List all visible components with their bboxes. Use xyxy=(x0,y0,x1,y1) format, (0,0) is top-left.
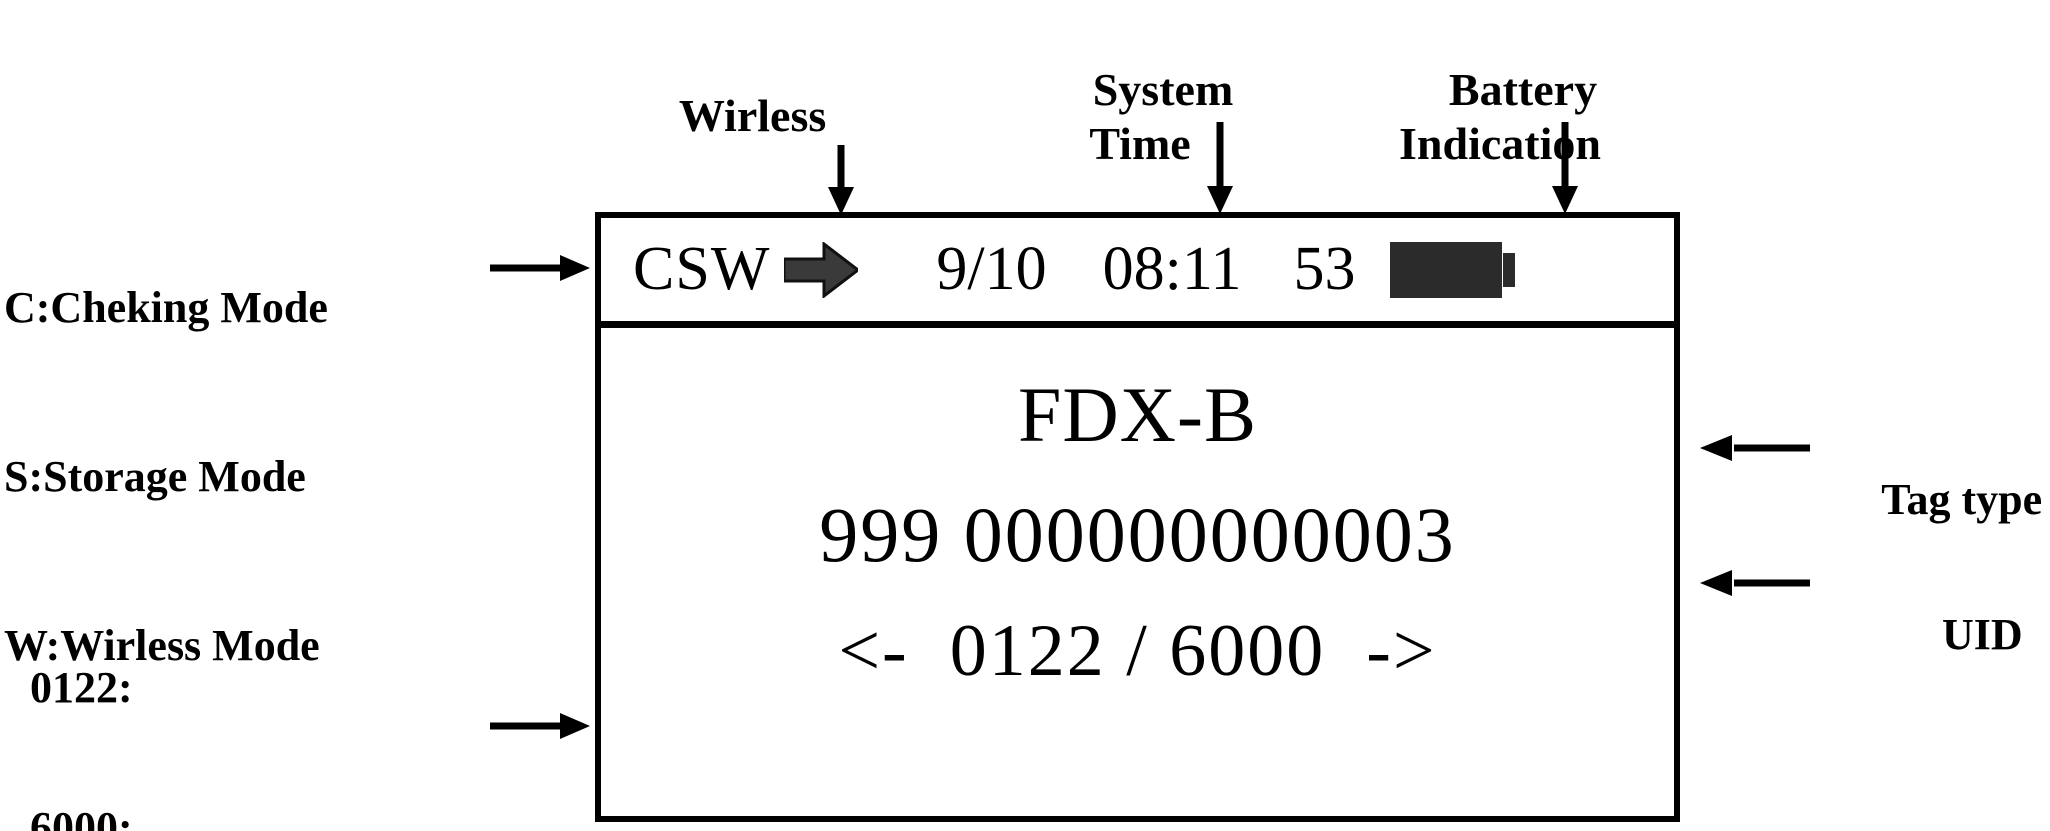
annotation-wireless-text: Wirless xyxy=(678,90,827,142)
annotation-uid: UID xyxy=(1898,558,2048,711)
annotation-battery: Battery Indication xyxy=(1340,10,1660,223)
pager-next-button[interactable]: -> xyxy=(1366,610,1437,692)
pointer-arrow-uid-icon xyxy=(1700,570,1810,596)
annotation-stored-messages: 0122: Stored Massages xyxy=(4,560,500,831)
battery-body xyxy=(1389,241,1502,298)
annotation-system-time-text: System Time xyxy=(1089,64,1234,169)
annotation-mode-legend: C:Cheking Mode S:Storage Mode W:Wirless … xyxy=(4,180,474,773)
wireless-arrow-icon xyxy=(784,241,859,298)
pointer-arrow-tag-type-icon xyxy=(1700,435,1810,461)
uid-value: 999 000000000003 xyxy=(819,491,1456,578)
pager-spacer-1 xyxy=(909,614,950,688)
system-date: 9/10 xyxy=(936,235,1047,303)
pointer-arrow-mode-icon xyxy=(490,255,590,281)
annotation-tag-type-text: Tag type xyxy=(1881,475,2043,525)
signal-count: 53 xyxy=(1293,235,1356,303)
pager-total-capacity: 6000 xyxy=(1169,610,1326,692)
annotation-system-time: System Time xyxy=(1010,10,1270,223)
pager-separator: / xyxy=(1126,610,1149,692)
screen-main-area: FDX-B 999 000000000003 <- 0122 / 6000 -> xyxy=(601,328,1674,816)
pointer-arrow-battery-icon xyxy=(1552,122,1578,214)
pager-spacer-4 xyxy=(1325,614,1366,688)
pointer-arrow-capacity-icon xyxy=(490,713,590,739)
annotation-uid-text: UID xyxy=(1942,610,2023,660)
annotation-total-capacity: 6000: Total Capacity xyxy=(30,700,500,831)
annotation-total-count: 6000: xyxy=(30,803,133,831)
record-pager: <- 0122 / 6000 -> xyxy=(838,614,1436,688)
tag-type-value: FDX-B xyxy=(1017,371,1258,458)
device-screen: CSW 9/10 08:11 53 FDX-B 999 000000000003… xyxy=(595,212,1680,822)
system-time: 08:11 xyxy=(1102,235,1242,303)
mode-indicator: CSW xyxy=(633,235,771,303)
annotation-mode-checking: C:Cheking Mode xyxy=(4,283,328,333)
annotation-stored-count: 0122: xyxy=(30,663,133,713)
annotation-mode-storage: S:Storage Mode xyxy=(4,452,306,502)
pager-spacer-2 xyxy=(1106,614,1127,688)
battery-tip xyxy=(1502,252,1515,287)
pager-spacer-3 xyxy=(1149,614,1170,688)
annotation-mode-wireless: W:Wirless Mode xyxy=(4,621,320,671)
pager-prev-button[interactable]: <- xyxy=(838,610,909,692)
pager-current-index: 0122 xyxy=(949,610,1106,692)
battery-indicator-icon xyxy=(1389,241,1515,298)
status-bar: CSW 9/10 08:11 53 xyxy=(601,218,1674,328)
annotation-wireless: Wirless xyxy=(610,36,850,196)
annotation-stored-caption: Stored Massages xyxy=(4,825,500,831)
pointer-arrow-system-time-icon xyxy=(1207,122,1233,214)
pointer-arrow-wireless-icon xyxy=(828,145,854,215)
annotation-tag-type: Tag type xyxy=(1838,423,2048,576)
